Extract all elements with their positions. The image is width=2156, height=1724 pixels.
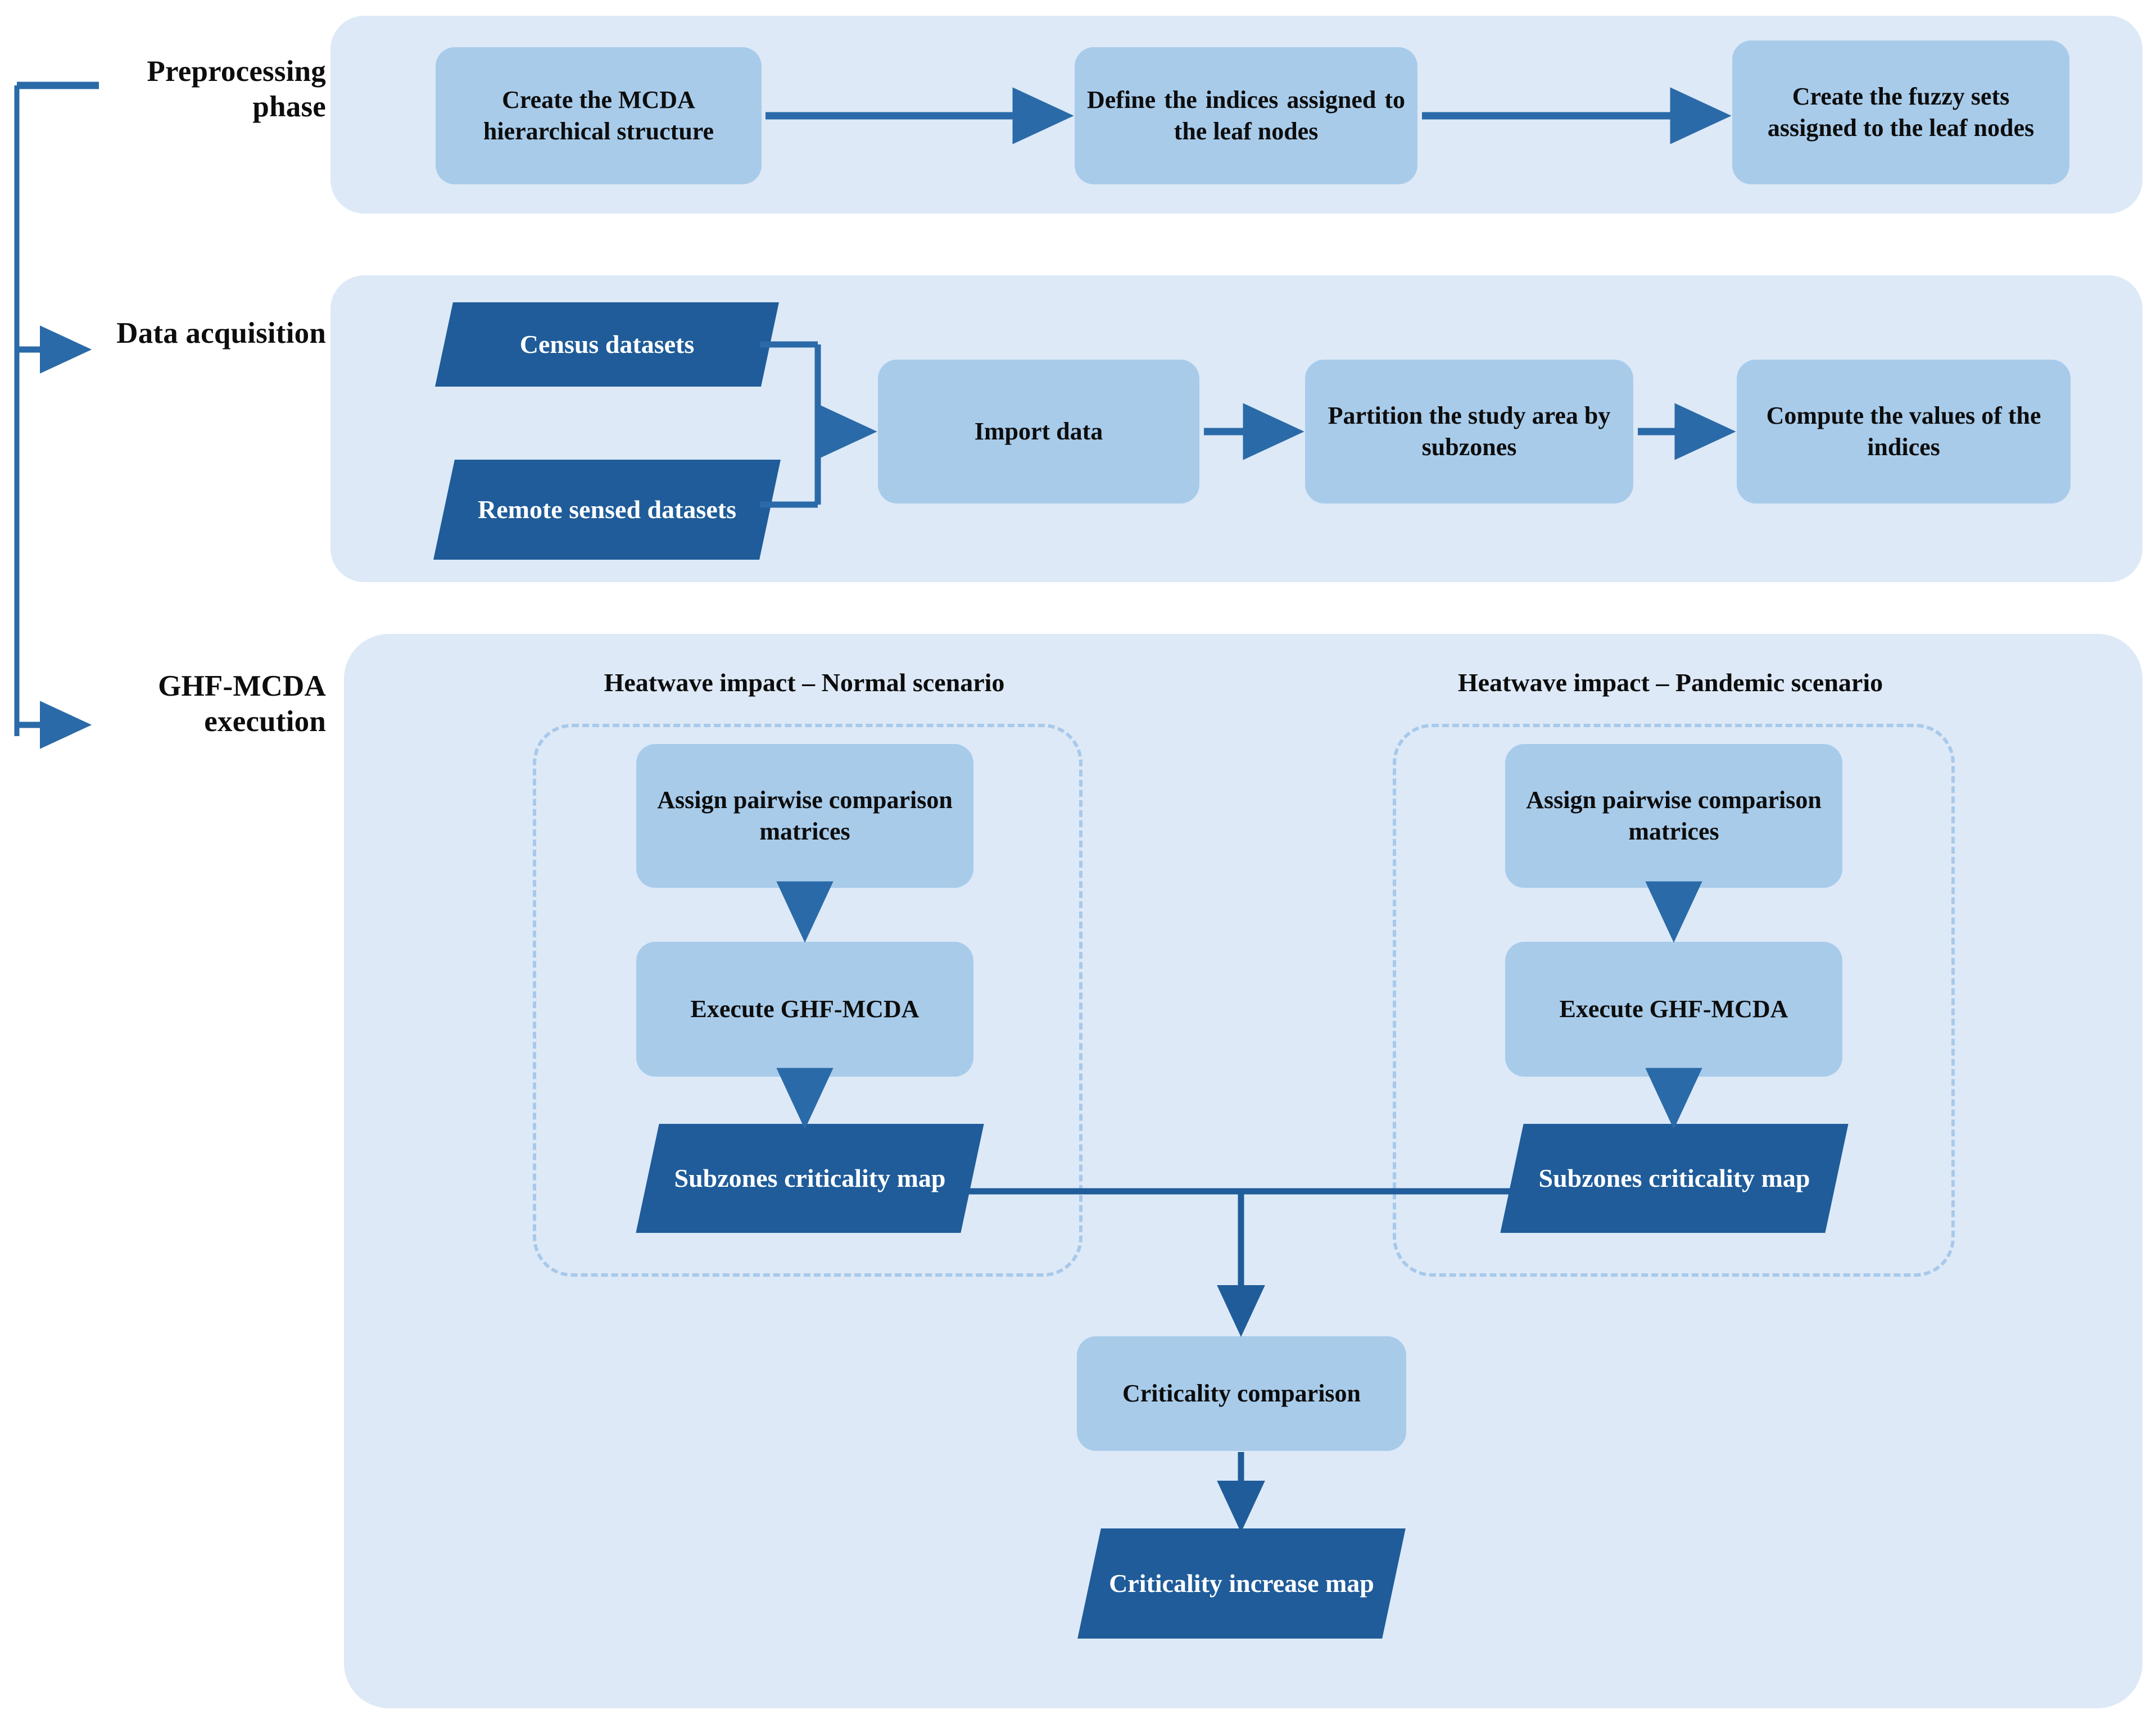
- node-define-indices[interactable]: Define the indices assigned to the leaf …: [1075, 47, 1417, 184]
- node-execute-ghf-mcda-pandemic[interactable]: Execute GHF-MCDA: [1505, 942, 1842, 1077]
- scenario-title-pandemic-text: Heatwave impact – Pandemic scenario: [1457, 668, 1883, 697]
- node-criticality-increase-map-label: Criticality increase map: [1109, 1569, 1374, 1598]
- node-assign-matrices-pandemic[interactable]: Assign pairwise comparison matrices: [1505, 744, 1842, 888]
- phase-label-preprocessing: Preprocessing phase: [34, 54, 326, 124]
- node-census-datasets-label: Census datasets: [519, 330, 695, 359]
- phase-label-data-acquisition-line1: Data acquisition: [116, 317, 326, 350]
- phase-label-data-acquisition: Data acquisition: [34, 316, 326, 351]
- node-assign-matrices-pandemic-label: Assign pairwise comparison matrices: [1526, 786, 1822, 845]
- node-partition-subzones[interactable]: Partition the study area by subzones: [1305, 360, 1633, 503]
- scenario-title-normal-text: Heatwave impact – Normal scenario: [604, 668, 1005, 697]
- node-create-mcda-label: Create the MCDA hierarchical structure: [483, 85, 714, 145]
- node-create-mcda[interactable]: Create the MCDA hierarchical structure: [436, 47, 762, 184]
- node-subzones-criticality-map-normal[interactable]: Subzones criticality map: [636, 1124, 984, 1233]
- phase-label-preprocessing-line1: Preprocessing: [147, 55, 326, 88]
- node-create-fuzzy-sets-label: Create the fuzzy sets assigned to the le…: [1767, 82, 2035, 142]
- node-subzones-criticality-map-pandemic-label: Subzones criticality map: [1538, 1164, 1810, 1193]
- dashed-group-normal-scenario: [533, 724, 1082, 1277]
- phase-bracket: [14, 81, 99, 736]
- phase-label-ghf-mcda-execution: GHF-MCDA execution: [34, 669, 326, 739]
- node-partition-subzones-label: Partition the study area by subzones: [1328, 401, 1611, 461]
- node-criticality-increase-map[interactable]: Criticality increase map: [1077, 1528, 1406, 1639]
- node-remote-sensed-datasets-label: Remote sensed datasets: [478, 495, 736, 524]
- node-assign-matrices-normal[interactable]: Assign pairwise comparison matrices: [636, 744, 973, 888]
- node-census-datasets[interactable]: Census datasets: [435, 302, 779, 387]
- phase-label-ghf-execution-line2: execution: [204, 705, 326, 738]
- dashed-group-pandemic-scenario: [1393, 724, 1955, 1277]
- node-execute-ghf-mcda-pandemic-label: Execute GHF-MCDA: [1559, 995, 1788, 1023]
- node-execute-ghf-mcda-normal[interactable]: Execute GHF-MCDA: [636, 942, 973, 1077]
- phase-label-preprocessing-line2: phase: [252, 90, 326, 123]
- node-create-fuzzy-sets[interactable]: Create the fuzzy sets assigned to the le…: [1732, 40, 2069, 184]
- scenario-title-pandemic: Heatwave impact – Pandemic scenario: [1393, 668, 1948, 697]
- phase-label-ghf-execution-line1: GHF-MCDA: [158, 670, 326, 702]
- node-define-indices-label: Define the indices assigned to the leaf …: [1087, 85, 1405, 145]
- node-criticality-comparison-label: Criticality comparison: [1122, 1379, 1361, 1407]
- node-import-data-label: Import data: [974, 417, 1103, 445]
- scenario-title-normal: Heatwave impact – Normal scenario: [533, 668, 1076, 697]
- node-remote-sensed-datasets[interactable]: Remote sensed datasets: [433, 460, 781, 560]
- node-compute-indices[interactable]: Compute the values of the indices: [1737, 360, 2071, 503]
- node-criticality-comparison[interactable]: Criticality comparison: [1077, 1336, 1406, 1451]
- node-assign-matrices-normal-label: Assign pairwise comparison matrices: [657, 786, 953, 845]
- node-subzones-criticality-map-pandemic[interactable]: Subzones criticality map: [1500, 1124, 1849, 1233]
- node-import-data[interactable]: Import data: [878, 360, 1199, 503]
- node-execute-ghf-mcda-normal-label: Execute GHF-MCDA: [690, 995, 920, 1023]
- node-subzones-criticality-map-normal-label: Subzones criticality map: [674, 1164, 946, 1193]
- node-compute-indices-label: Compute the values of the indices: [1766, 401, 2041, 461]
